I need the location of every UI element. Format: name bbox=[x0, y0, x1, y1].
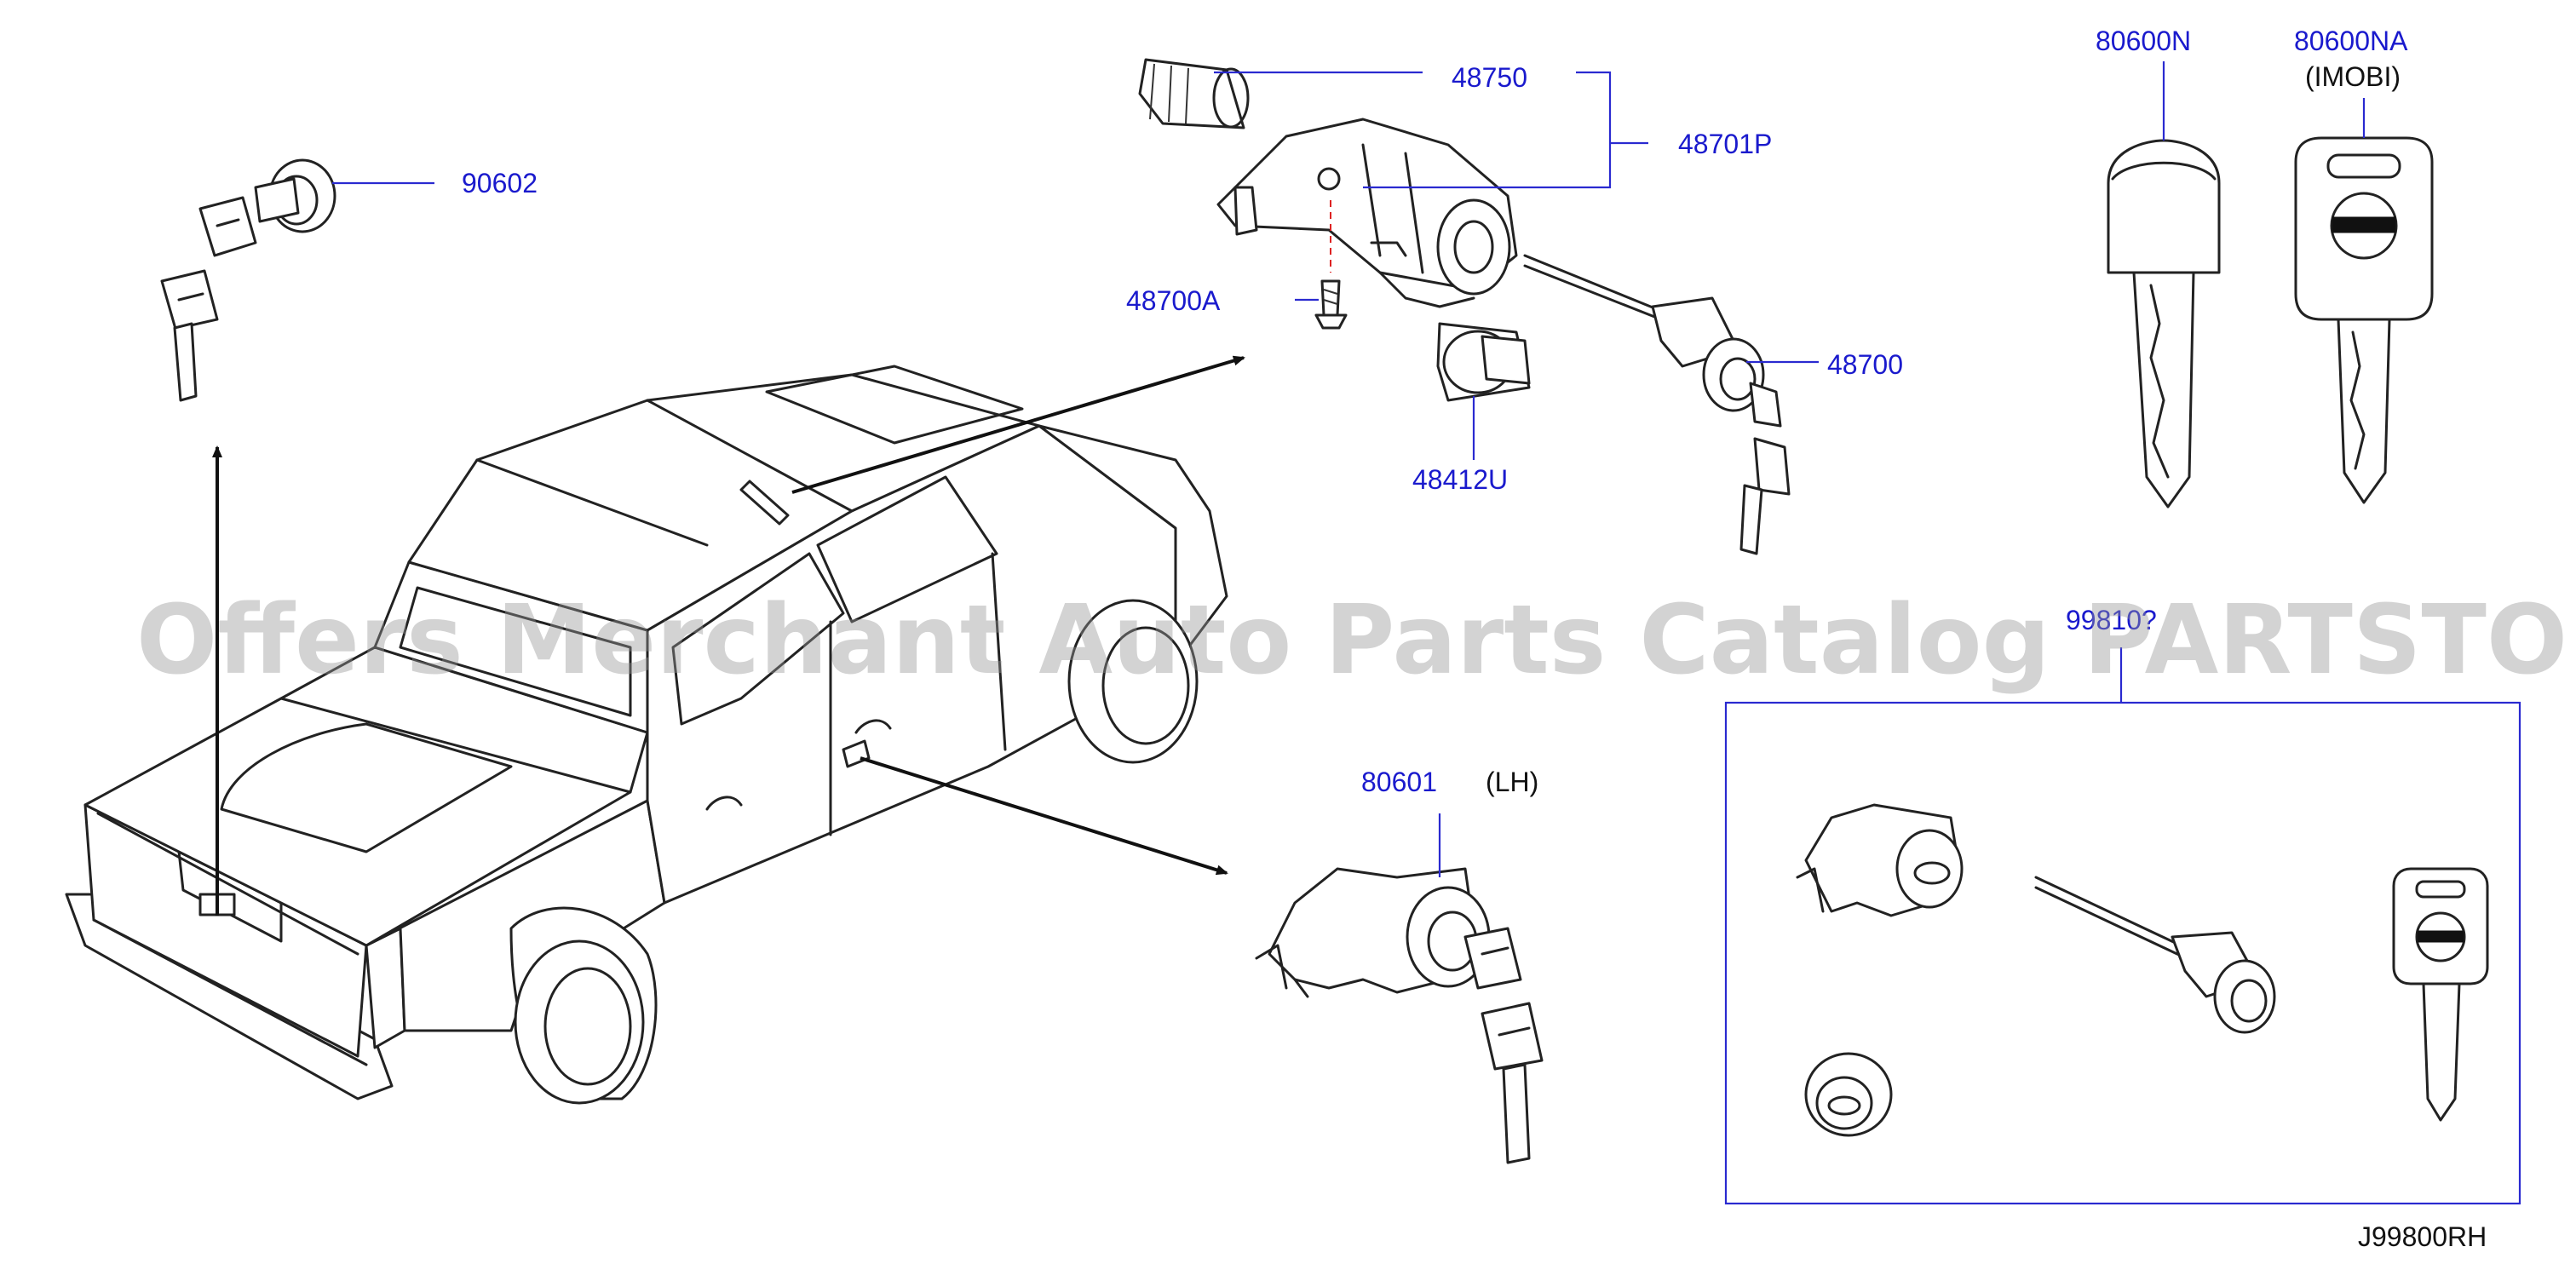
immobilizer-key-icon bbox=[2294, 136, 2434, 504]
part-label-48412U[interactable]: 48412U bbox=[1412, 464, 1509, 495]
part-label-48700[interactable]: 48700 bbox=[1827, 349, 1903, 380]
door-lock-icon bbox=[1255, 867, 1544, 1164]
key-icon bbox=[2107, 139, 2221, 508]
part-label-48700A[interactable]: 48700A bbox=[1126, 285, 1221, 316]
lh-note: (LH) bbox=[1486, 767, 1539, 797]
diagram-code: J99800RH bbox=[2358, 1221, 2487, 1252]
part-label-48701P[interactable]: 48701P bbox=[1678, 129, 1773, 159]
ignition-switch-icon bbox=[1138, 58, 1791, 555]
lock-kit-box bbox=[1724, 647, 2521, 1205]
imobi-note: (IMOBI) bbox=[2305, 61, 2401, 92]
part-label-80600N[interactable]: 80600N bbox=[2096, 26, 2192, 56]
part-label-80601[interactable]: 80601 bbox=[1361, 767, 1437, 797]
truck-illustration bbox=[65, 365, 1228, 1105]
watermark: Offers Merchant Auto Parts Catalog PARTS… bbox=[136, 585, 2576, 696]
lock-cylinder-icon bbox=[160, 158, 336, 402]
part-label-80600NA[interactable]: 80600NA bbox=[2294, 26, 2408, 56]
part-label-kit[interactable]: 99810? bbox=[2066, 605, 2157, 635]
part-label-90602[interactable]: 90602 bbox=[462, 168, 538, 198]
pointer-arrows bbox=[212, 355, 1245, 916]
part-label-48750[interactable]: 48750 bbox=[1452, 62, 1527, 93]
